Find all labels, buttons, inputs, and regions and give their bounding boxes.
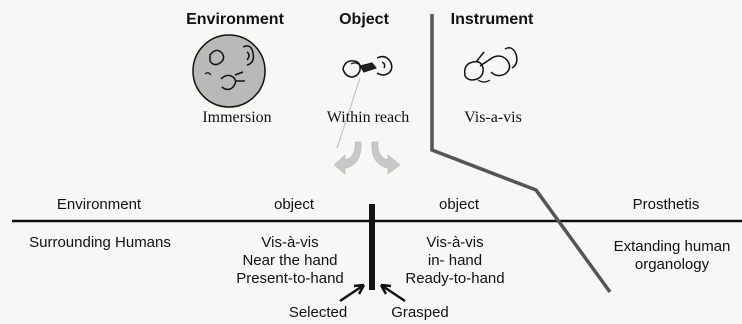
caption-within-reach: Within reach [326,109,410,126]
label-prosthetis: Prosthetis [632,196,700,213]
prosthetis-description: Extanding human organology [614,238,731,274]
selected-line-3: Present-to-hand [236,270,344,287]
label-environment: Environment [56,196,142,213]
grasped-line-2: in- hand [427,252,483,269]
label-object-grasped: object [438,196,480,213]
heading-object: Object [339,11,389,28]
caption-immersion: Immersion [202,109,272,126]
grasped-description: Vis-à-vis in- hand Ready-to-hand [405,234,504,288]
selected-description: Vis-à-vis Near the hand Present-to-hand [236,234,344,288]
selected-grasped-divider [369,204,375,290]
label-surrounding-humans: Surrounding Humans [29,234,171,251]
heading-instrument: Instrument [450,11,534,28]
curved-arrow-right [371,141,401,175]
label-object-selected: object [273,196,315,213]
selected-line-1: Vis-à-vis [261,234,319,251]
curved-arrow-left [333,141,362,175]
hands-in-globe-icon [192,34,266,108]
hands-grasping-object-icon [342,55,393,78]
reach-line [336,77,361,149]
grasped-line-3: Ready-to-hand [405,270,505,287]
instrument-divider-line [430,14,612,294]
prosthetis-line-2: organology [634,256,710,273]
grasped-line-1: Vis-à-vis [426,234,484,251]
selected-line-2: Near the hand [242,252,338,269]
prosthetis-line-1: Extanding human [613,238,731,255]
label-selected: Selected [288,304,348,321]
selected-arrow [339,283,366,303]
heading-environment: Environment [186,11,284,28]
caption-vis-a-vis: Vis-a-vis [464,109,522,126]
label-grasped: Grasped [391,304,449,321]
grasped-arrow [379,283,406,303]
hands-holding-tool-icon [463,47,518,83]
